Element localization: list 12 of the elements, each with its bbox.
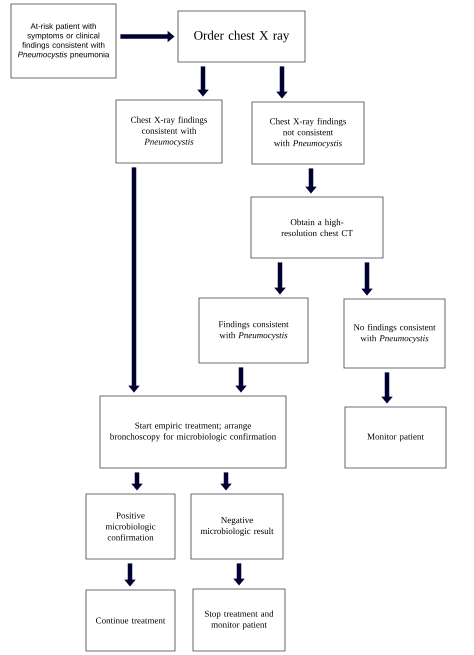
process-box: Order chest X ray xyxy=(178,10,306,62)
process-box: Findings consistent with Pneumocystis xyxy=(198,298,308,364)
process-box: Chest X-ray findings consistent with Pneumocystis xyxy=(116,100,222,164)
process-box: Chest X-ray findings not consistent with Pneumocystis xyxy=(252,102,364,164)
process-box: Continue treatment xyxy=(86,590,176,652)
process-box: Stop treatment and monitor patient xyxy=(192,588,286,652)
process-box: Obtain a high-resolution chest CT xyxy=(250,196,384,258)
process-box: No findings consistent with Pneumocystis xyxy=(344,298,446,368)
process-box: Negative microbiologic result xyxy=(190,494,284,560)
process-box: Start empiric treatment; arrange bronchoscopy for microbiologic confirmation xyxy=(100,396,286,468)
process-box: Monitor patient xyxy=(344,406,446,468)
process-box: Positive microbiologic confirmation xyxy=(86,494,176,560)
